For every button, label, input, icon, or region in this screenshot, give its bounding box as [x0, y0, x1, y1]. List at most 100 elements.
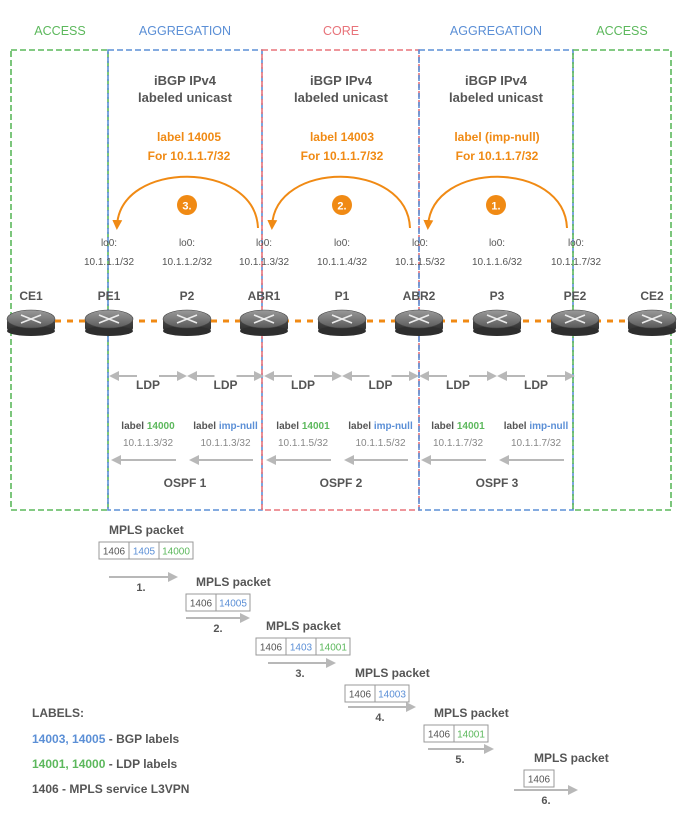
packet-label-cell: 14000 — [158, 541, 194, 560]
packet-label-cell: 14003 — [374, 684, 410, 703]
ldp-binding-prefix: 10.1.1.5/32 — [355, 438, 405, 449]
packet-cell-box — [158, 541, 194, 560]
legend-key: 1406 — [32, 782, 59, 796]
packet-cell-value: 1406 — [103, 547, 126, 558]
ospf-area-1: OSPF 1 — [164, 476, 207, 490]
bgp-prefix: For 10.1.1.7/32 — [148, 149, 231, 163]
router-icon-arrows — [176, 314, 198, 324]
zone-title-access-left: ACCESS — [34, 24, 85, 38]
ldp-binding-label: label 14000 — [121, 421, 175, 432]
ldp-binding-label: label 14001 — [276, 421, 330, 432]
ldp-binding-prefix: 10.1.1.7/32 — [433, 438, 483, 449]
forward-step-label: 1. — [136, 582, 145, 594]
forward-step-label: 6. — [541, 795, 550, 807]
ldp-label-value: imp-null — [374, 421, 413, 432]
zone-box — [572, 49, 672, 511]
router-icon-arrows — [20, 314, 42, 324]
loopback-p2: lo0: 10.1.1.2/32 — [162, 238, 212, 268]
packet-title: MPLS packet — [109, 523, 184, 537]
packet-label-cell: 1406 — [98, 541, 130, 560]
loopback-ip: 10.1.1.6/32 — [472, 257, 522, 268]
ldp-binding-label: label imp-null — [504, 421, 569, 432]
ldp-label: LDP — [214, 378, 238, 392]
loopback-label: lo0: — [101, 238, 117, 249]
zone-title-access-right: ACCESS — [596, 24, 647, 38]
ldp-label: LDP — [136, 378, 160, 392]
router-pe2[interactable]: PE2 — [550, 289, 600, 336]
packet-label-cell: 1405 — [128, 541, 160, 560]
packet-cell-value: 14000 — [162, 547, 190, 558]
bgp-title-line2: labeled unicast — [138, 90, 233, 105]
ldp-label: LDP — [524, 378, 548, 392]
ldp-label: LDP — [291, 378, 315, 392]
packet-label-cell: 14005 — [215, 593, 251, 612]
forward-step-4: 4. — [348, 702, 416, 724]
ldp-session: LDP label 14001 10.1.1.5/32 — [264, 371, 342, 465]
router-base — [473, 326, 521, 336]
loopback-pe2: lo0: 10.1.1.7/32 — [551, 238, 601, 268]
loopback-label: lo0: — [412, 238, 428, 249]
packet-cell-value: 1406 — [428, 730, 451, 741]
bgp-advertisement-arrow-3 — [112, 175, 259, 230]
router-name: ABR2 — [403, 289, 436, 303]
step-badge-label: 3. — [182, 201, 191, 213]
ospf-area-3: OSPF 3 — [476, 476, 519, 490]
legend-key: 14003, 14005 — [32, 732, 106, 746]
ldp-label-word: label — [431, 421, 457, 432]
router-icon-arrows — [253, 314, 275, 324]
legend-desc: - BGP labels — [105, 732, 179, 746]
router-name: CE1 — [19, 289, 43, 303]
router-name: P3 — [490, 289, 505, 303]
router-base — [628, 326, 676, 336]
router-ce2[interactable]: CE2 — [627, 289, 677, 336]
loopback-label: lo0: — [179, 238, 195, 249]
step-badge-label: 1. — [491, 201, 500, 213]
packet-cell-box — [453, 724, 489, 743]
ldp-label-value: imp-null — [529, 421, 568, 432]
router-base — [240, 326, 288, 336]
packet-label-cell: 1403 — [285, 637, 317, 656]
bgp-title-line1: iBGP IPv4 — [310, 73, 373, 88]
zone-title-aggregation-left: AGGREGATION — [139, 24, 231, 38]
router-abr1[interactable]: ABR1 — [239, 289, 289, 336]
ldp-label-value: 14001 — [302, 421, 330, 432]
loopback-ip: 10.1.1.5/32 — [395, 257, 445, 268]
packet-title: MPLS packet — [534, 751, 609, 765]
zone-title-aggregation-right: AGGREGATION — [450, 24, 542, 38]
zone-box — [10, 49, 109, 511]
loopback-ip: 10.1.1.3/32 — [239, 257, 289, 268]
packet-title: MPLS packet — [355, 666, 430, 680]
packet-label-cell: 1406 — [423, 724, 455, 743]
bgp-label: label 14005 — [157, 130, 221, 144]
ldp-binding-prefix: 10.1.1.5/32 — [278, 438, 328, 449]
packet-cell-value: 14005 — [219, 599, 247, 610]
ldp-label-value: 14000 — [147, 421, 175, 432]
packet-title: MPLS packet — [434, 706, 509, 720]
router-p1[interactable]: P1 — [317, 289, 367, 336]
forward-step-label: 4. — [375, 712, 384, 724]
router-p3[interactable]: P3 — [472, 289, 522, 336]
router-ce1[interactable]: CE1 — [6, 289, 56, 336]
router-icon-arrows — [331, 314, 353, 324]
router-p2[interactable]: P2 — [162, 289, 212, 336]
forward-step-5: 5. — [428, 744, 494, 766]
ldp-label-word: label — [276, 421, 302, 432]
zone-box — [261, 49, 420, 511]
packet-cell-box — [315, 637, 351, 656]
router-pe1[interactable]: PE1 — [84, 289, 134, 336]
zone-title-core: CORE — [323, 24, 359, 38]
bgp-title-line2: labeled unicast — [294, 90, 389, 105]
router-base — [7, 326, 55, 336]
legend-item-bgp: 14003, 14005 - BGP labels — [32, 732, 180, 746]
ldp-label-word: label — [348, 421, 374, 432]
forward-step-6: 6. — [514, 785, 578, 807]
packet-cell-value: 14001 — [319, 643, 347, 654]
packet-label-cell: 14001 — [453, 724, 489, 743]
forward-step-label: 3. — [295, 668, 304, 680]
loopback-p1: lo0: 10.1.1.4/32 — [317, 238, 367, 268]
router-abr2[interactable]: ABR2 — [394, 289, 444, 336]
step-badge-1: 1. — [486, 195, 506, 215]
